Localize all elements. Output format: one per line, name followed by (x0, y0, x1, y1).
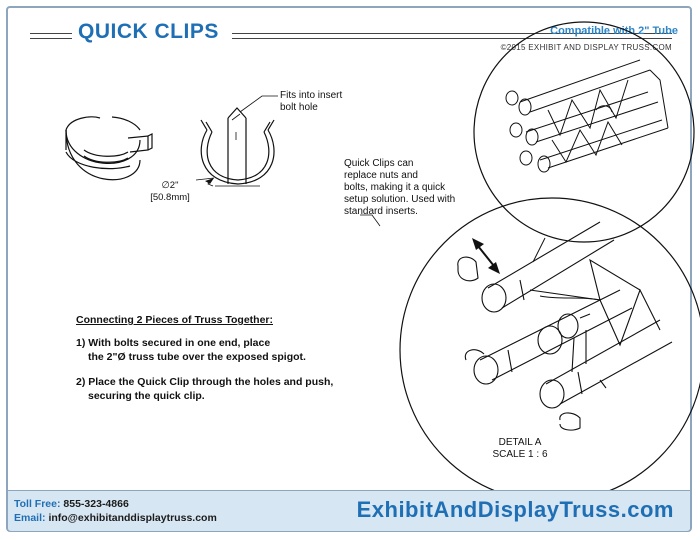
step-line: securing the quick clip. (88, 390, 205, 402)
diameter-imperial: ∅2" (161, 180, 179, 191)
insert-note-line: Fits into insert (280, 90, 343, 101)
usage-note: Quick Clips can replace nuts and bolts, … (344, 158, 455, 218)
truss-overview-drawing (505, 59, 669, 173)
insert-note-line: bolt hole (280, 102, 318, 113)
quick-clip-perspective-drawing (65, 116, 153, 181)
insert-leader (239, 95, 278, 113)
detail-scale: SCALE 1 : 6 (492, 449, 548, 460)
title-rule-left (30, 33, 72, 34)
email-line: Email: info@exhibitanddisplaytruss.com (14, 511, 217, 525)
diameter-dimension: ∅2" [50.8mm] (140, 180, 200, 204)
footer-bar (8, 490, 690, 531)
instructions-heading: Connecting 2 Pieces of Truss Together: (76, 314, 274, 326)
instruction-step-1: 1) With bolts secured in one end, place … (76, 336, 306, 364)
copyright: ©2015 EXHIBIT AND DISPLAY TRUSS.COM (500, 43, 672, 52)
overview-circle (473, 21, 695, 243)
step-line: 2) Place the Quick Clip through the hole… (76, 376, 334, 388)
insert-note: Fits into insert bolt hole (280, 90, 342, 114)
page-frame (6, 6, 692, 532)
toll-free-number[interactable]: 855-323-4866 (63, 498, 129, 510)
usage-note-line: bolts, making it a quick (344, 182, 446, 193)
usage-note-line: standard inserts. (344, 206, 418, 217)
title-rule-right-2 (232, 38, 672, 39)
usage-leader (360, 214, 381, 227)
contact-info: Toll Free: 855-323-4866 Email: info@exhi… (14, 497, 217, 525)
email-label: Email: (14, 512, 46, 524)
step-line: 1) With bolts secured in one end, place (76, 337, 271, 349)
truss-detail-drawing (457, 221, 673, 431)
email-link[interactable]: info@exhibitanddisplaytruss.com (48, 512, 217, 524)
title-rule-left-2 (30, 38, 72, 39)
diameter-metric: [50.8mm] (150, 192, 190, 203)
usage-note-line: replace nuts and (344, 170, 418, 181)
instruction-step-2: 2) Place the Quick Clip through the hole… (76, 375, 333, 403)
usage-note-line: Quick Clips can (344, 158, 414, 169)
toll-free-line: Toll Free: 855-323-4866 (14, 497, 217, 511)
toll-free-label: Toll Free: (14, 498, 61, 510)
title-rule-right (232, 33, 672, 34)
usage-note-line: setup solution. Used with (344, 194, 456, 205)
quick-clip-front-drawing (200, 107, 275, 187)
step-line: the 2"Ø truss tube over the exposed spig… (88, 351, 306, 363)
compatibility-label: Compatible with 2" Tube (550, 25, 678, 37)
brand-link[interactable]: ExhibitAndDisplayTruss.com (356, 497, 674, 522)
detail-label: DETAIL A SCALE 1 : 6 (470, 437, 570, 461)
detail-title: DETAIL A (498, 437, 542, 448)
page-title: QUICK CLIPS (78, 20, 219, 43)
insert-direction-arrow (477, 245, 495, 267)
